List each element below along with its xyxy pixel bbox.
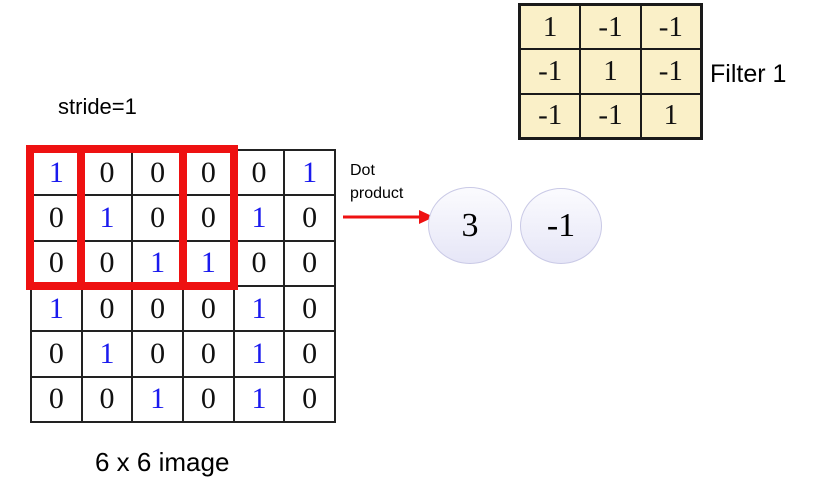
image-cell: 1 (233, 376, 285, 422)
filter-cell: 1 (580, 49, 641, 94)
filter-label: Filter 1 (710, 60, 787, 88)
image-cell: 0 (81, 240, 133, 286)
result-circle: 3 (428, 187, 512, 264)
filter-cell: -1 (580, 5, 641, 50)
image-cell: 0 (183, 150, 234, 196)
dot-product-label: Dot product (350, 162, 404, 203)
image-cell: 0 (132, 195, 183, 241)
filter-cell: 1 (520, 5, 581, 50)
result-circle: -1 (520, 188, 602, 264)
image-cell: 0 (81, 376, 133, 422)
image-cell: 0 (284, 331, 335, 377)
red-arrow-icon (343, 210, 434, 224)
filter-cell: 1 (640, 93, 701, 138)
image-cell: 0 (31, 376, 82, 422)
image-cell: 1 (81, 331, 133, 377)
image-cell: 1 (233, 331, 285, 377)
filter-cell: -1 (520, 49, 581, 94)
image-cell: 0 (132, 150, 183, 196)
image-cell: 1 (233, 195, 285, 241)
image-cell: 1 (233, 285, 285, 332)
image-cell: 0 (183, 195, 234, 241)
stride-label: stride=1 (58, 94, 137, 119)
image-cell: 1 (31, 285, 82, 332)
filter-cell: -1 (640, 49, 701, 94)
image-cell: 0 (183, 376, 234, 422)
image-cell: 0 (31, 331, 82, 377)
image-cell: 0 (233, 240, 285, 286)
image-cell: 0 (183, 285, 234, 332)
image-caption: 6 x 6 image (95, 447, 230, 477)
image-cell: 0 (183, 331, 234, 377)
image-cell: 1 (81, 195, 133, 241)
filter-cell: -1 (640, 5, 701, 50)
image-cell: 0 (31, 195, 82, 241)
filter-cell: -1 (520, 93, 581, 138)
image-cell: 1 (183, 240, 234, 286)
image-cell: 0 (132, 285, 183, 332)
image-cell: 0 (233, 150, 285, 196)
image-cell: 1 (284, 150, 335, 196)
image-cell: 0 (81, 150, 133, 196)
image-cell: 1 (132, 376, 183, 422)
image-cell: 0 (31, 240, 82, 286)
result-value: 3 (461, 206, 479, 244)
image-cell: 0 (284, 376, 335, 422)
image-cell: 0 (81, 285, 133, 332)
filter-cell: -1 (580, 93, 641, 138)
result-value: -1 (546, 207, 576, 244)
image-cell: 0 (132, 331, 183, 377)
image-cell: 0 (284, 285, 335, 332)
image-cell: 0 (284, 240, 335, 286)
image-cell: 1 (132, 240, 183, 286)
image-cell: 1 (31, 150, 82, 196)
image-cell: 0 (284, 195, 335, 241)
